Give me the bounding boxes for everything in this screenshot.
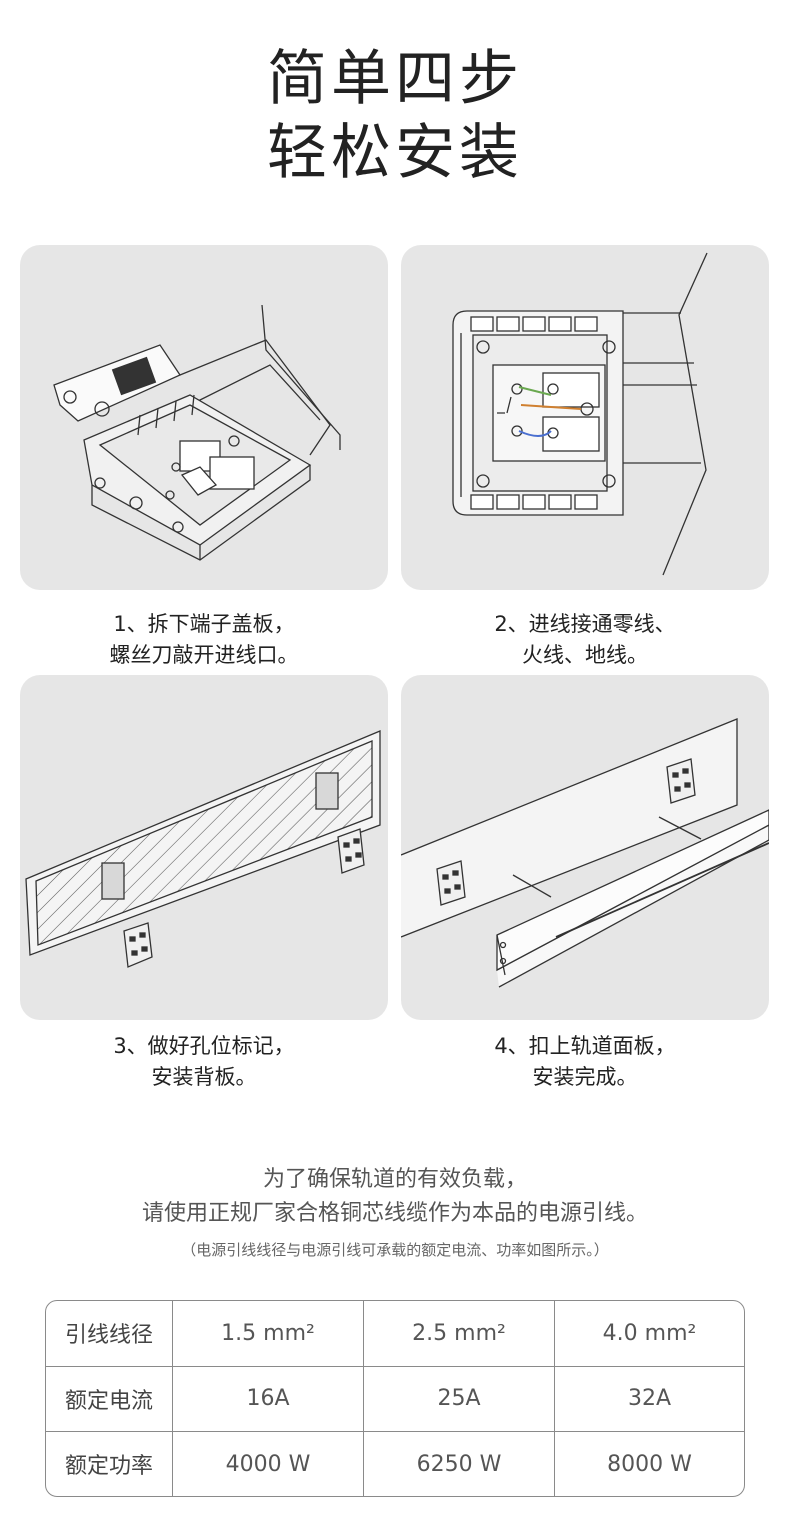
table-cell: 2.5 mm² — [364, 1301, 555, 1367]
step2-caption-line2: 火线、地线。 — [522, 643, 648, 667]
step1-caption-line2: 螺丝刀敲开进线口。 — [109, 643, 299, 667]
table-row: 额定电流 16A 25A 32A — [46, 1366, 744, 1433]
table-cell: 25A — [364, 1366, 555, 1433]
step3-caption-line1: 3、做好孔位标记， — [113, 1034, 295, 1058]
step1-caption: 1、拆下端子盖板， 螺丝刀敲开进线口。 — [20, 609, 388, 671]
cable-notice-line1: 为了确保轨道的有效负载， — [262, 1167, 527, 1192]
page-title-line2: 轻松安装 — [267, 118, 523, 188]
table-row: 额定功率 4000 W 6250 W 8000 W — [46, 1432, 744, 1496]
step2-caption: 2、进线接通零线、 火线、地线。 — [401, 609, 769, 671]
row-header: 引线线径 — [46, 1301, 173, 1367]
table-cell: 6250 W — [364, 1432, 555, 1496]
page-title-line1: 简单四步 — [267, 44, 523, 114]
table-cell: 8000 W — [607, 1451, 692, 1477]
table-cell: 1.5 mm² — [173, 1301, 364, 1367]
row-header: 额定功率 — [46, 1432, 173, 1496]
step2-illustration — [401, 245, 769, 590]
table-row: 引线线径 1.5 mm² 2.5 mm² 4.0 mm² — [46, 1301, 744, 1367]
cable-notice-line2: 请使用正规厂家合格铜芯线缆作为本品的电源引线。 — [141, 1201, 648, 1226]
step4-caption-line2: 安装完成。 — [532, 1065, 638, 1089]
step2-caption-line1: 2、进线接通零线、 — [494, 612, 676, 636]
table-cell: 32A — [555, 1367, 744, 1433]
spec-table: 引线线径 1.5 mm² 2.5 mm² 4.0 mm² 额定电流 16A 25… — [45, 1300, 745, 1497]
cable-notice-footnote: （电源引线线径与电源引线可承载的额定电流、功率如图所示。） — [181, 1241, 609, 1259]
step3-caption: 3、做好孔位标记， 安装背板。 — [20, 1031, 388, 1093]
step1-caption-line1: 1、拆下端子盖板， — [113, 612, 295, 636]
step1-illustration — [20, 245, 388, 590]
step3-caption-line2: 安装背板。 — [151, 1065, 257, 1089]
table-cell: 16A — [173, 1366, 364, 1433]
table-cell: 4.0 mm² — [555, 1301, 744, 1367]
table-cell: 4000 W — [173, 1432, 364, 1496]
step4-caption-line1: 4、扣上轨道面板， — [494, 1034, 676, 1058]
step3-illustration — [20, 675, 388, 1020]
step4-illustration — [401, 675, 769, 1020]
row-header: 额定电流 — [46, 1366, 173, 1433]
step4-caption: 4、扣上轨道面板， 安装完成。 — [401, 1031, 769, 1093]
cable-notice: 为了确保轨道的有效负载， 请使用正规厂家合格铜芯线缆作为本品的电源引线。 — [0, 1163, 790, 1231]
